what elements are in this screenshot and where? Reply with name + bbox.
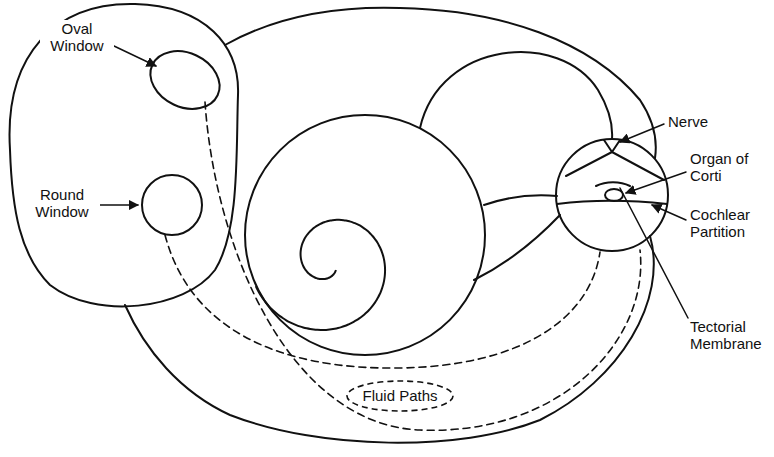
- oval-window: [141, 40, 229, 119]
- vestibule-outline: [10, 4, 239, 306]
- fluid-paths-ellipse: Fluid Paths: [345, 379, 455, 413]
- organ-of-corti: [605, 189, 623, 201]
- cochlea-turn: [245, 115, 485, 355]
- upper-turn: [420, 52, 612, 139]
- cochlea-outline-top: [225, 8, 656, 158]
- cochlea-outline-bottom: [125, 236, 654, 443]
- part-label: Cochlear Partition: [690, 206, 770, 241]
- spiral-curl: [256, 220, 385, 330]
- tectorial-curve: [596, 182, 630, 186]
- leader-line: [626, 172, 686, 193]
- nerve-wedge: [604, 140, 620, 152]
- round-window: [142, 175, 202, 235]
- fluid-path: [205, 102, 641, 430]
- cross-section: [556, 139, 668, 251]
- modiolus-line: [474, 215, 560, 280]
- reissner-membrane: [612, 152, 664, 180]
- part-label: Tectorial Membrane: [690, 318, 770, 353]
- part-label: Oval Window: [40, 20, 114, 55]
- leader-line: [114, 46, 156, 66]
- part-label: Round Window: [24, 186, 100, 221]
- leader-line: [620, 124, 664, 142]
- nerve-line: [566, 152, 612, 176]
- modiolus-line: [484, 195, 557, 205]
- leader-line: [620, 188, 688, 318]
- leader-line: [652, 205, 686, 220]
- part-label: Organ of Corti: [690, 150, 764, 185]
- leader-line: [100, 204, 138, 206]
- node-text: Fluid Paths: [362, 387, 437, 404]
- part-label: Nerve: [668, 113, 708, 130]
